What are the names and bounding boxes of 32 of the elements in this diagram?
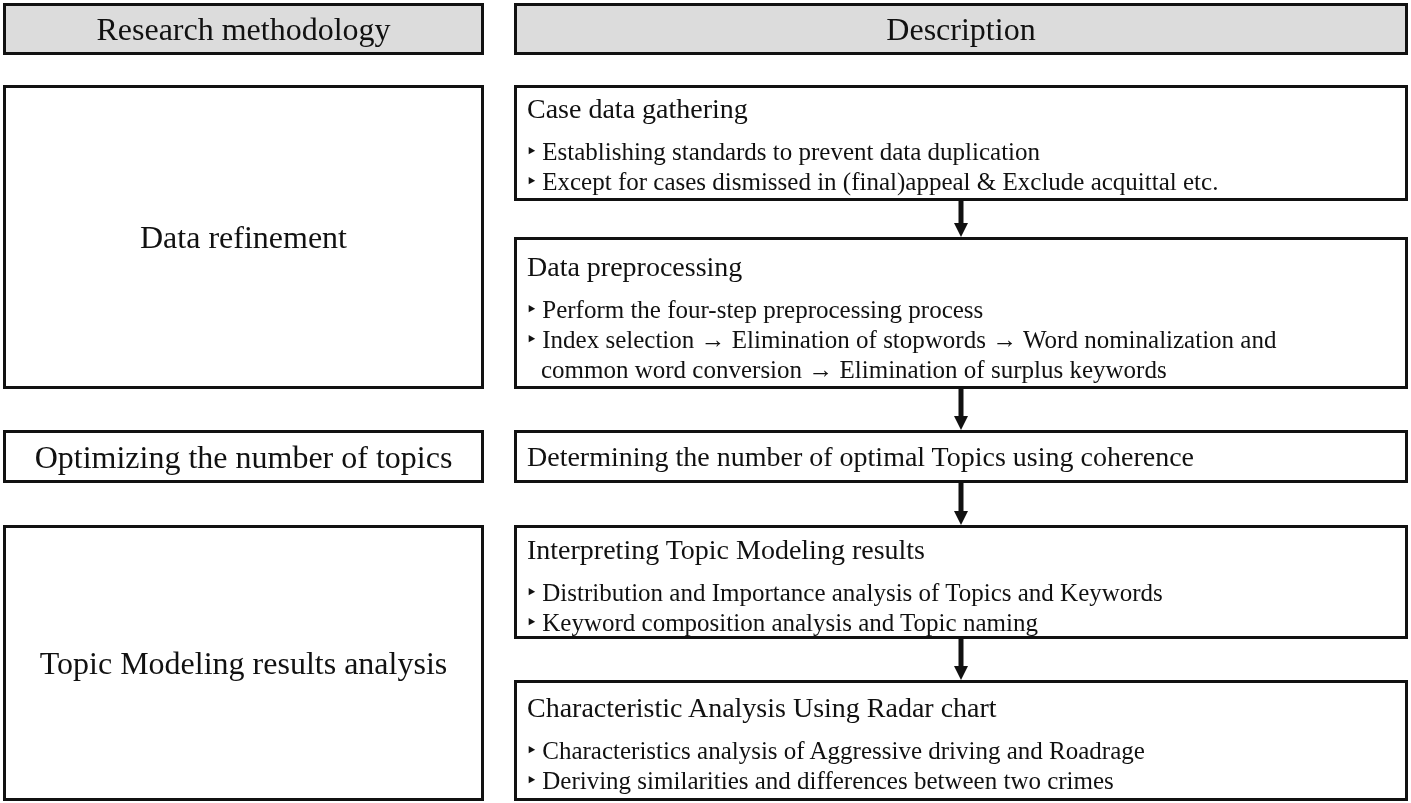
column-heading: Description <box>886 10 1036 49</box>
bullet-item: ‣ Keyword composition analysis and Topic naming <box>527 608 1039 636</box>
stage-box <box>3 85 484 389</box>
bullet-item: ‣ Perform the four-step preprocessing process <box>527 295 985 325</box>
arrow <box>954 483 968 525</box>
step-box <box>514 430 1408 483</box>
bullet-item: ‣ Characteristics analysis of Aggressive driving and Roadrage <box>527 736 1145 766</box>
step-title: Characteristic Analysis Using Radar chart <box>527 693 997 723</box>
step-box <box>514 85 1408 201</box>
arrow <box>954 201 968 237</box>
column-header <box>3 3 484 55</box>
bullet-item: ‣ Establishing standards to prevent data duplication <box>527 137 1042 167</box>
step-title: Data preprocessing <box>527 252 743 282</box>
step-title: Case data gathering <box>527 94 748 124</box>
bullet-item: ‣ Distribution and Importance analysis of Topics and Keywords <box>527 578 1163 608</box>
stage-box <box>3 430 484 483</box>
bullet-item: ‣ Index selection → Elimination of stopwords → Word nominalization and common word conversion → Elimination of surplus keywords <box>527 325 1278 385</box>
stage-box <box>3 525 484 801</box>
bullet-item: ‣ Deriving similarities and differences between two crimes <box>527 766 1115 796</box>
column-header <box>514 3 1408 55</box>
step-box <box>514 237 1408 389</box>
step-title: Interpreting Topic Modeling results <box>527 535 925 565</box>
step-box <box>514 680 1408 801</box>
bullet-item: ‣ Except for cases dismissed in (final)appeal & Exclude acquittal etc. <box>527 167 1219 197</box>
stage-label: Optimizing the number of topics <box>34 437 453 477</box>
arrow <box>954 639 968 680</box>
stage-label: Topic Modeling results analysis <box>39 644 448 683</box>
step-description: Determining the number of optimal Topics using coherence <box>527 439 1194 474</box>
step-box <box>514 525 1408 639</box>
column-heading: Research methodology <box>96 10 391 49</box>
stage-label: Data refinement <box>140 218 347 257</box>
arrow <box>954 389 968 430</box>
